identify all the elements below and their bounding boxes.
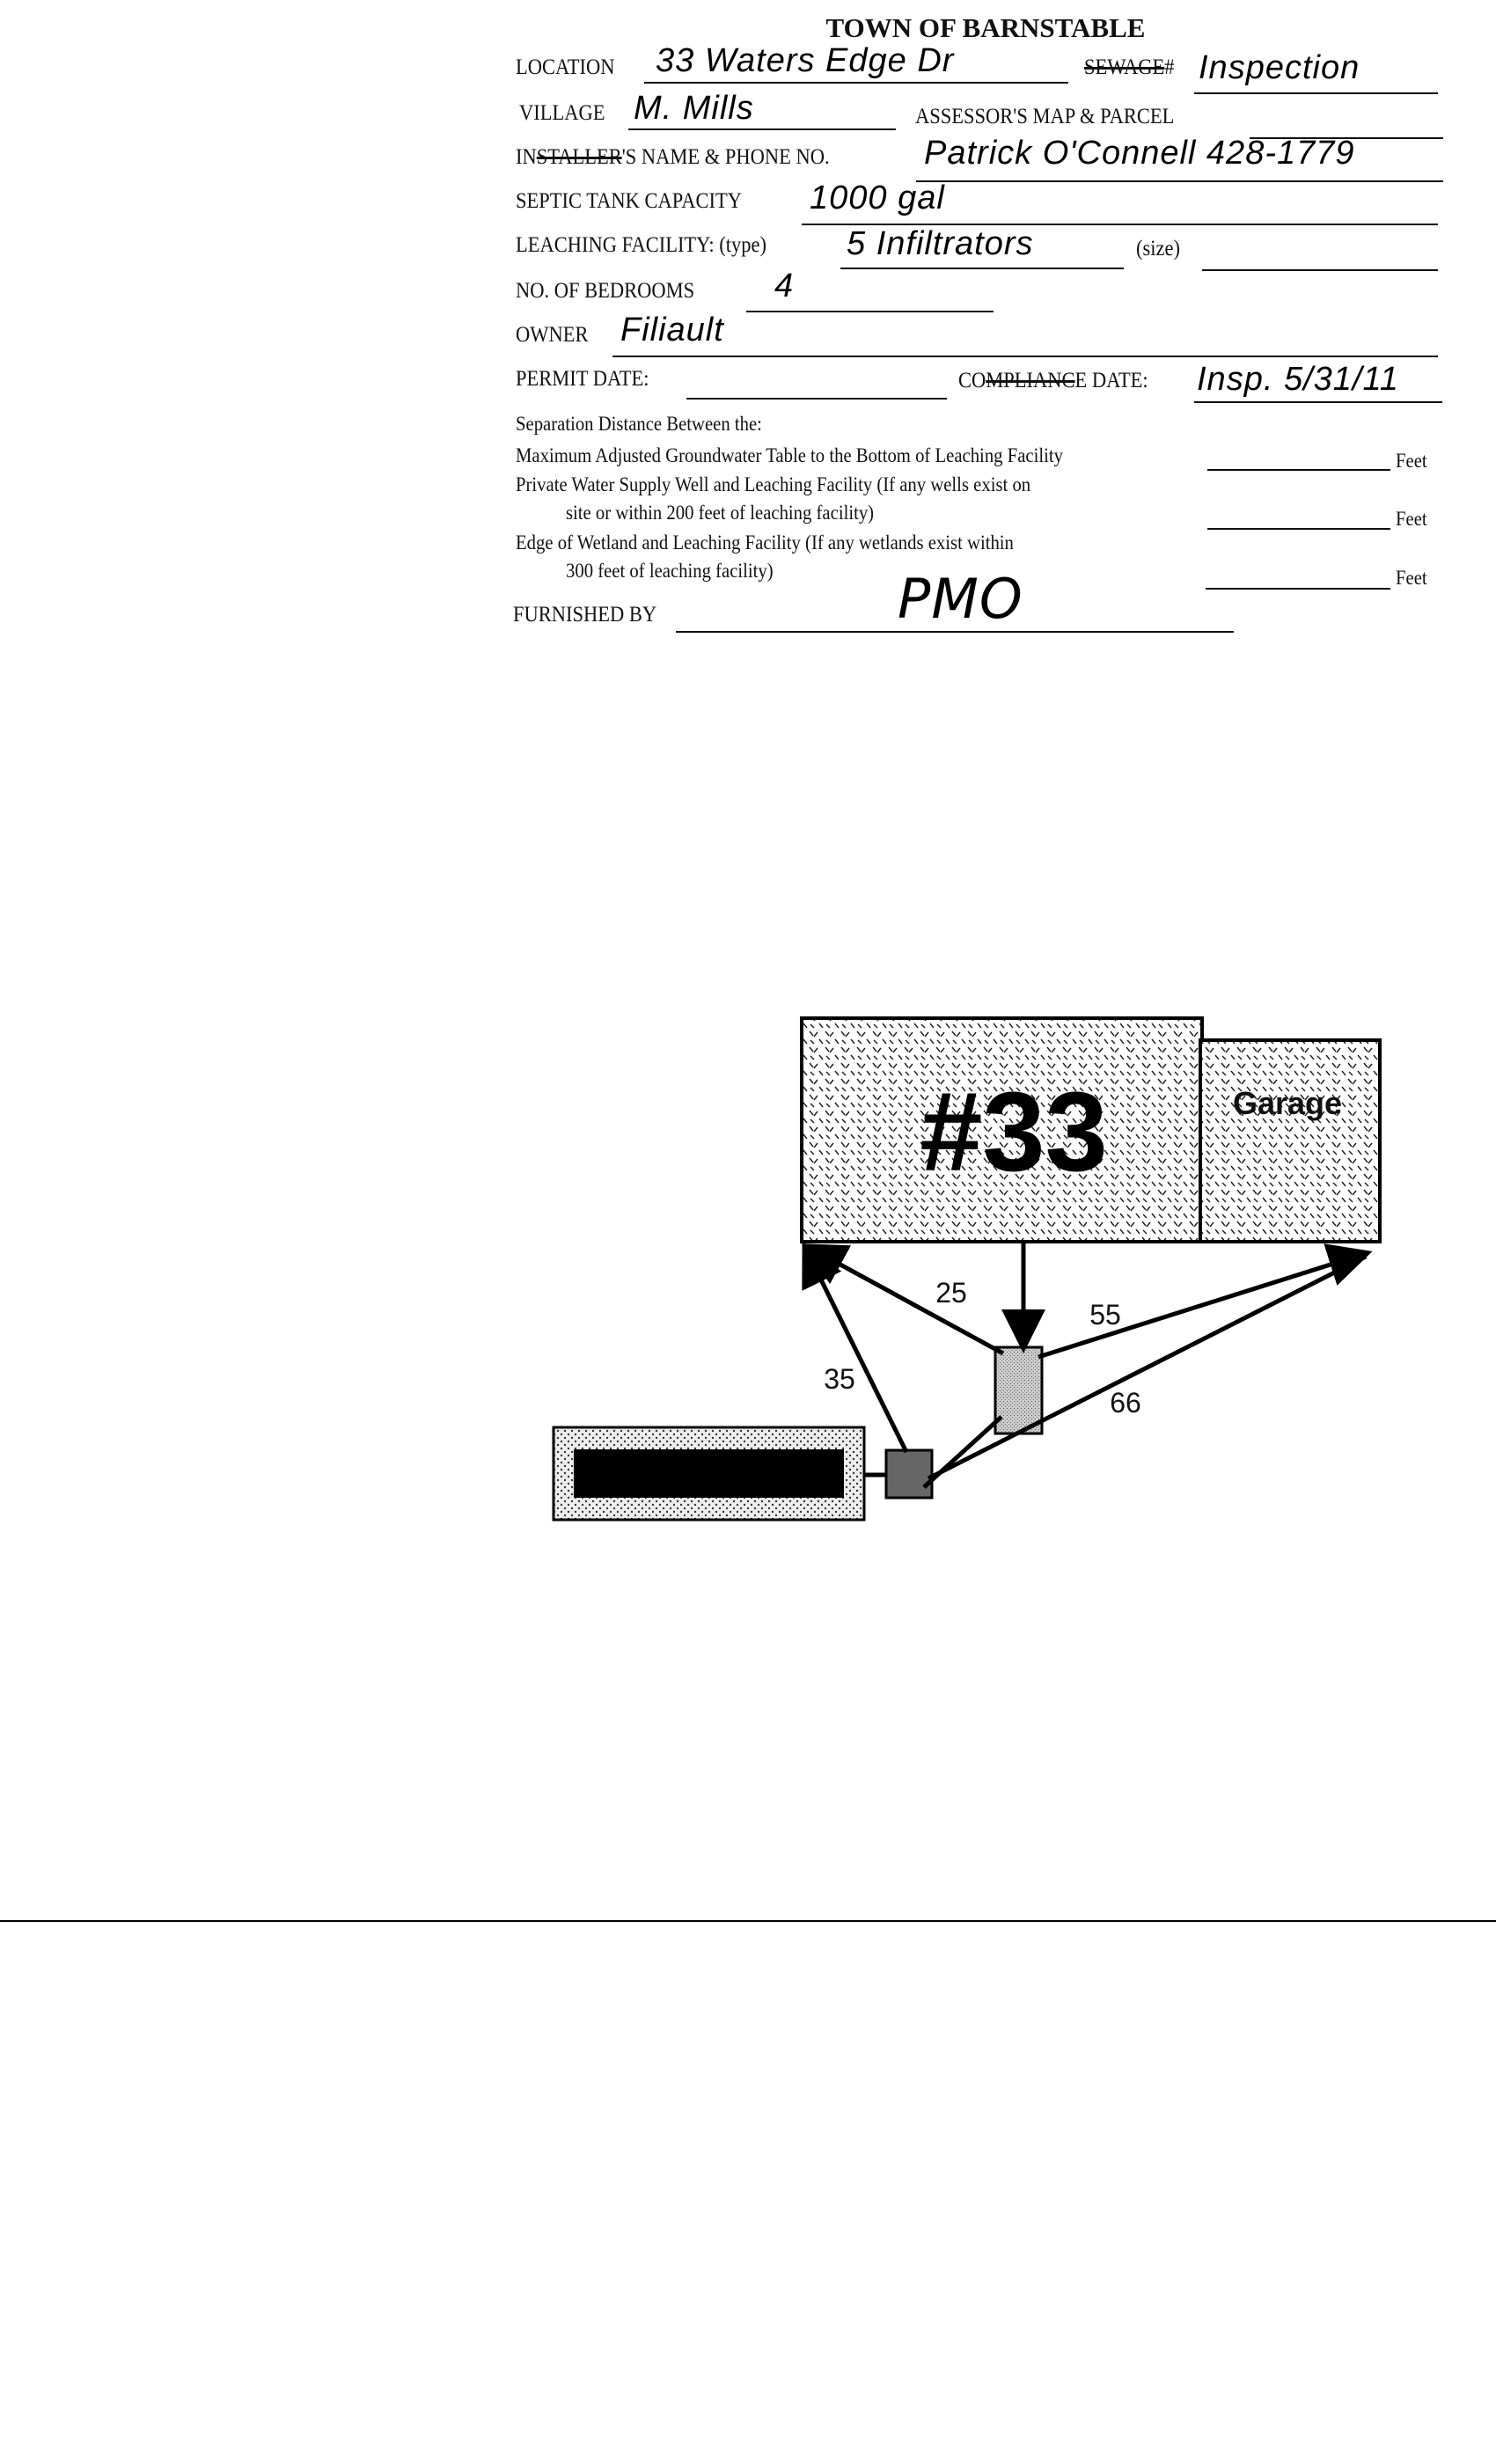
installer-field[interactable] [916,180,1443,182]
wetland-feet-field[interactable] [1206,588,1390,590]
location-label: LOCATION [516,55,615,79]
dim-line-55 [1038,1243,1373,1360]
location-field[interactable] [644,82,1068,84]
compliance-date-field[interactable] [1194,401,1442,403]
location-value: 33 Waters Edge Dr [656,42,955,79]
separation-wetland-1: Edge of Wetland and Leaching Facility (I… [516,532,1014,554]
septic-label: SEPTIC TANK CAPACITY [516,189,742,213]
installer-prefix: IN [516,145,537,169]
leaching-type-value: 5 Infiltrators [847,225,1034,262]
sewage-number-field[interactable] [1194,92,1438,94]
installer-struck: STALLER [536,145,622,169]
owner-label: OWNER [516,323,589,347]
compliance-suffix: E DATE: [1074,369,1148,392]
signature: PMO [898,567,1023,631]
leaching-size-field[interactable] [1202,269,1438,271]
distance-label-25: 25 [935,1277,967,1309]
house-outline [800,1016,1204,1243]
bedrooms-field[interactable] [746,311,994,312]
separation-well-1: Private Water Supply Well and Leaching F… [516,473,1031,495]
village-field[interactable] [628,128,896,130]
installer-value: Patrick O'Connell 428-1779 [924,135,1355,172]
compliance-date-value: Insp. 5/31/11 [1197,361,1399,398]
septic-value: 1000 gal [810,180,945,216]
sewage-number-value: Inspection [1199,49,1360,86]
house-label: #33 [920,1069,1108,1195]
septic-field[interactable] [802,224,1438,225]
garage-label: Garage [1233,1085,1342,1121]
separation-well-2: site or within 200 feet of leaching faci… [566,502,875,524]
distance-label-66: 66 [1110,1387,1141,1419]
distance-label-35: 35 [824,1363,855,1395]
form-title: TOWN OF BARNSTABLE [825,12,1146,43]
number-sign: # [1164,55,1175,79]
furnished-label: FURNISHED BY [513,603,657,627]
sewage-label: SEWAGE# [1084,56,1175,78]
assessor-label: ASSESSOR'S MAP & PARCEL [915,105,1175,128]
feet-label-2: Feet [1396,508,1427,530]
compliance-struck: MPLIANC [986,369,1075,392]
dim-line-25 [802,1243,1005,1356]
dim-line-66 [927,1254,1368,1481]
furnished-field[interactable] [676,631,1234,633]
size-label: (size) [1136,237,1180,260]
assessor-field[interactable] [1250,137,1443,139]
separation-heading: Separation Distance Between the: [516,413,762,435]
installer-label: INSTALLER'S NAME & PHONE NO. [516,146,830,168]
feet-label-3: Feet [1396,567,1427,589]
bedrooms-label: NO. OF BEDROOMS [516,279,695,303]
installer-suffix: 'S NAME & PHONE NO. [621,145,830,169]
separation-groundwater: Maximum Adjusted Groundwater Table to th… [516,444,1063,466]
leaching-type-field[interactable] [840,268,1124,269]
permit-date-field[interactable] [686,398,947,400]
owner-field[interactable] [612,356,1438,357]
distance-label-55: 55 [1089,1299,1121,1331]
leaching-field-trench [574,1449,844,1498]
groundwater-feet-field[interactable] [1207,469,1390,471]
bedrooms-value: 4 [774,268,795,304]
septic-tank [994,1346,1044,1435]
well-feet-field[interactable] [1207,528,1390,530]
permit-label: PERMIT DATE: [516,367,649,391]
leaching-label: LEACHING FACILITY: (type) [516,233,766,257]
garage-outline [1199,1038,1382,1243]
owner-value: Filiault [620,312,724,348]
distribution-box [884,1448,934,1500]
village-value: M. Mills [634,90,754,127]
compliance-prefix: CO [958,369,986,392]
dim-line-35 [802,1242,909,1454]
separation-wetland-2: 300 feet of leaching facility) [566,560,774,582]
village-label: VILLAGE [519,101,605,125]
feet-label-1: Feet [1396,450,1427,472]
compliance-label: COMPLIANCE DATE: [958,370,1148,392]
sewage-struck: SEWAGE [1084,55,1165,79]
